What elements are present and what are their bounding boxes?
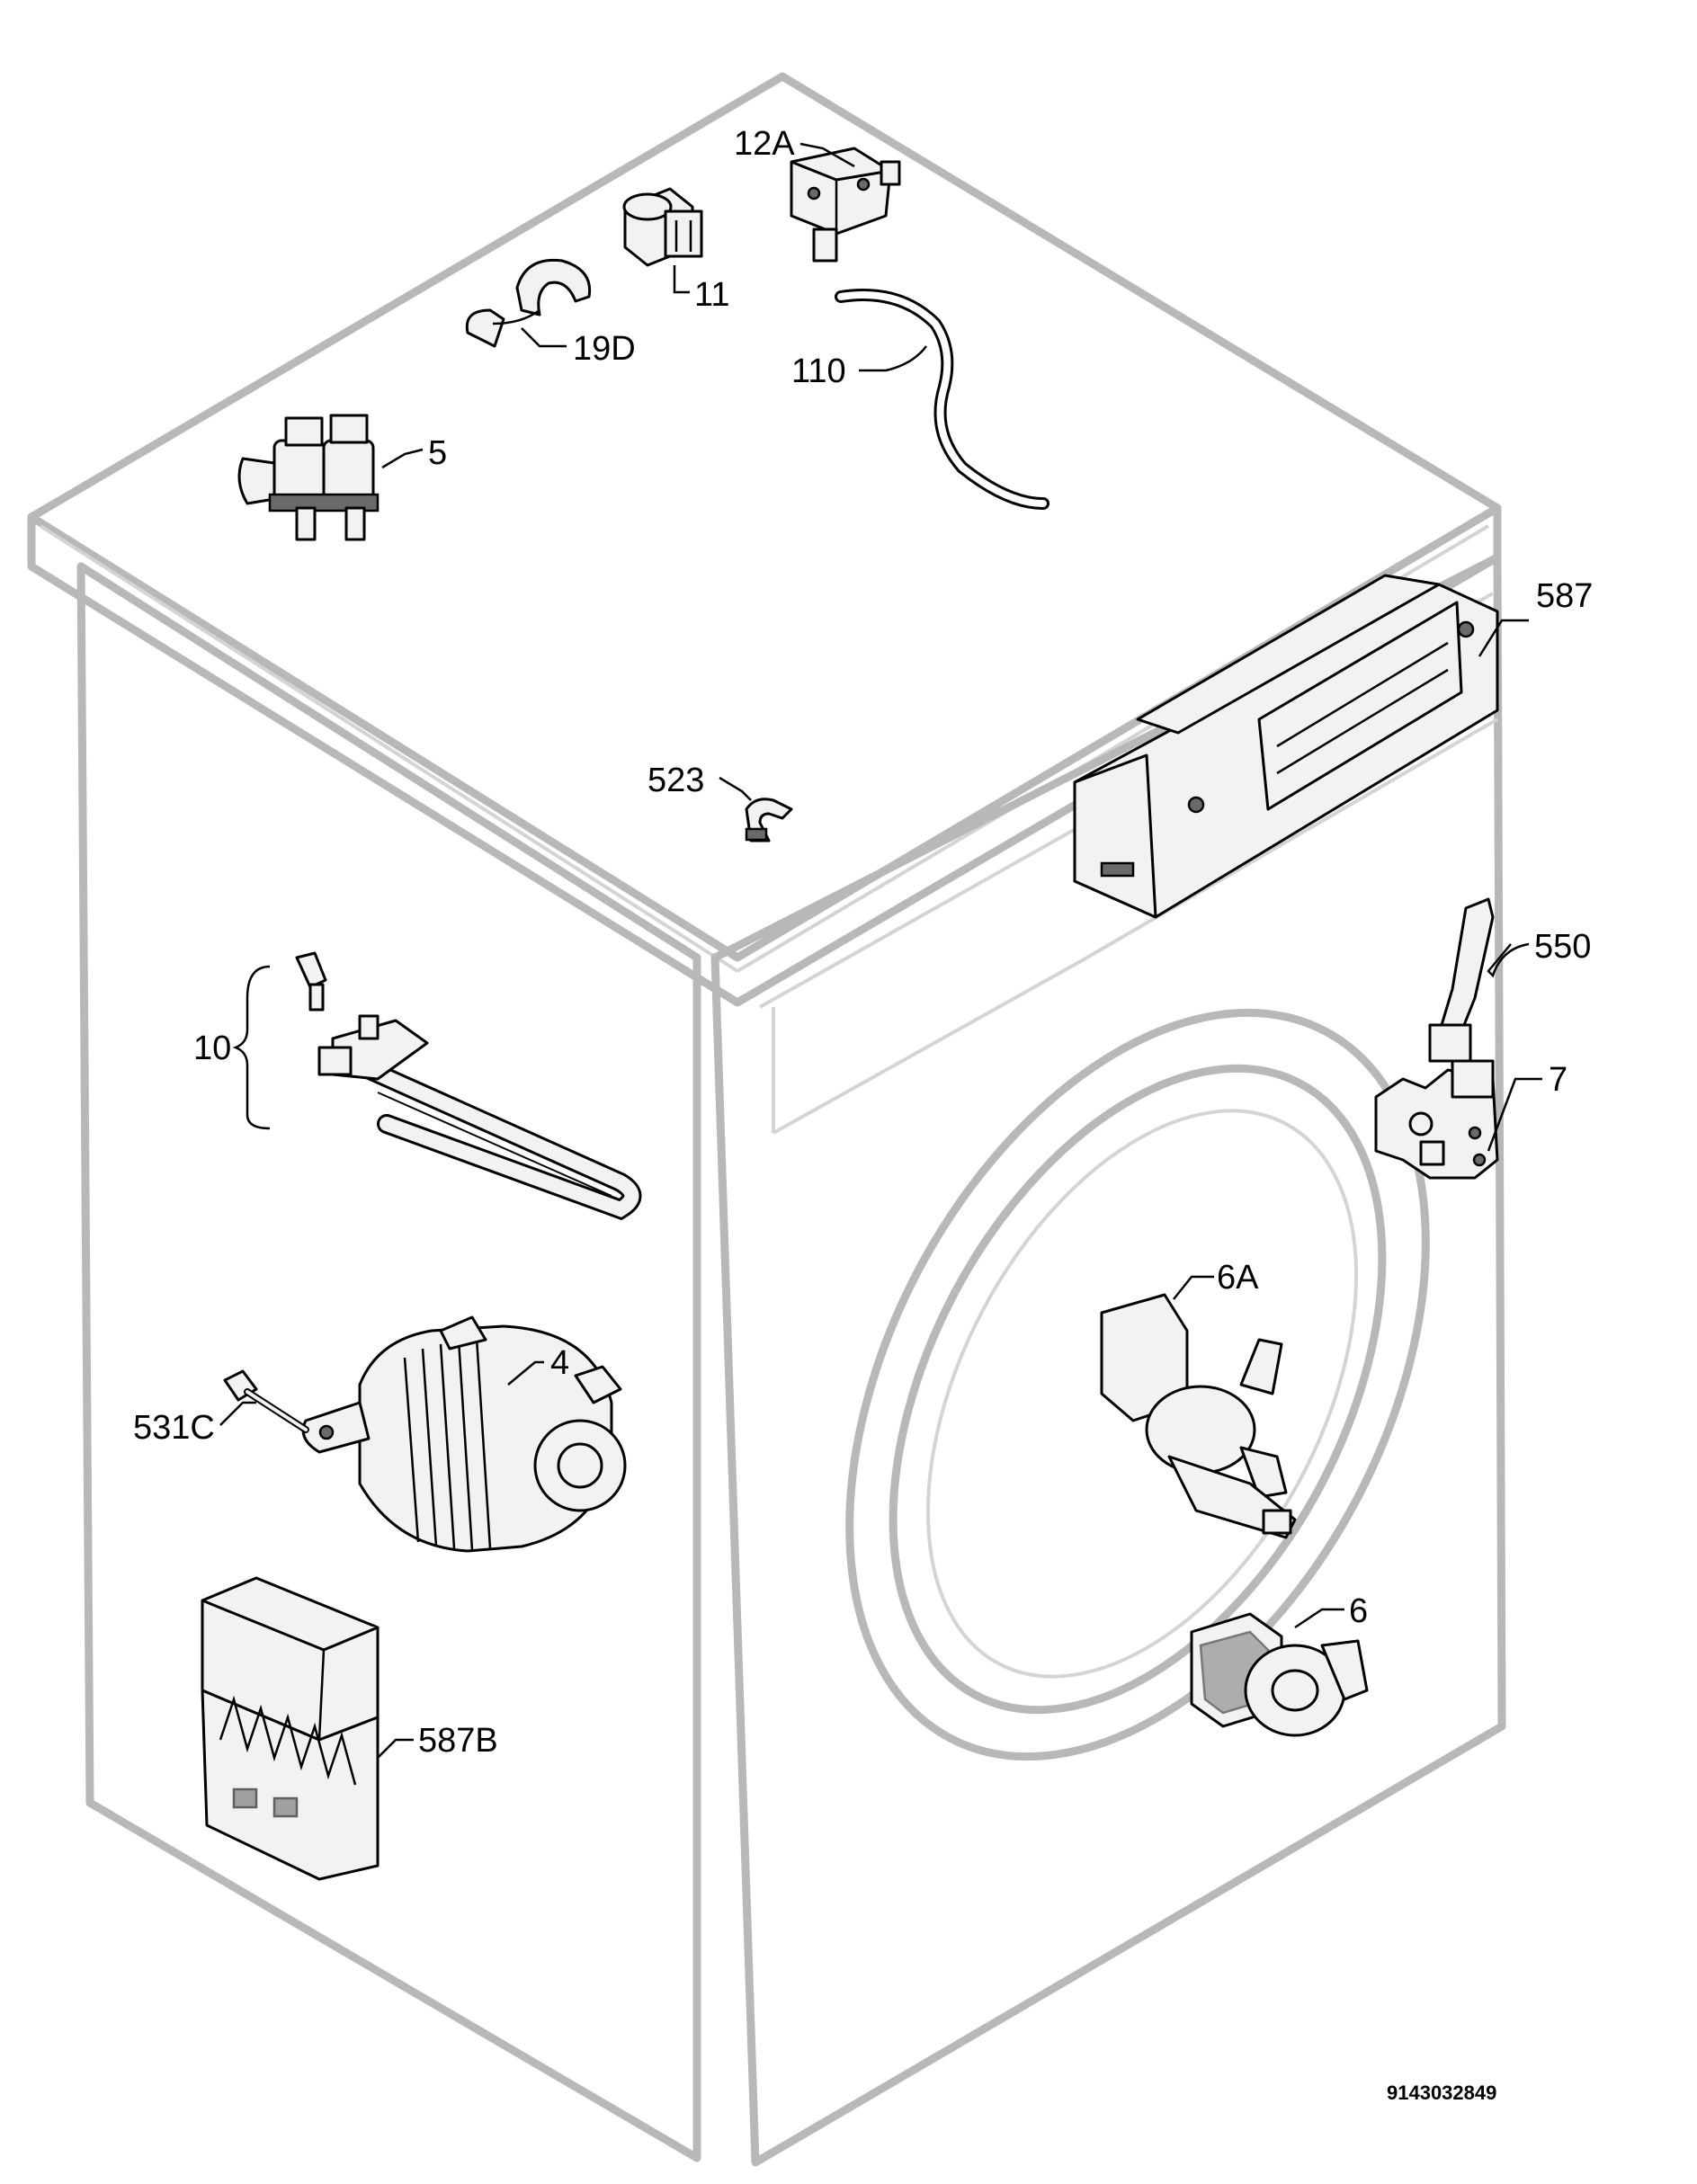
wire-clip (745, 798, 793, 842)
callout-12A: 12A (734, 125, 795, 163)
callout-6: 6 (1349, 1592, 1368, 1630)
heating-element (295, 951, 642, 1221)
door-lock (1374, 1059, 1499, 1180)
callout-11: 11 (694, 276, 729, 314)
document-number: 9143032849 (1387, 2081, 1496, 2104)
callout-4: 4 (550, 1344, 569, 1382)
door-lock-lever (1428, 897, 1495, 1063)
callout-5: 5 (428, 434, 447, 472)
callout-110: 110 (791, 352, 846, 390)
motor-screw (223, 1369, 309, 1433)
callout-labels: 12A 11 19D 110 5 587 523 550 10 7 6A 4 5… (133, 125, 1593, 2104)
leader-lines (219, 142, 1542, 1759)
callout-550: 550 (1534, 928, 1591, 966)
pressure-switch (790, 147, 901, 263)
callout-10: 10 (193, 1030, 231, 1067)
drive-motor (301, 1315, 627, 1553)
pressure-hose (835, 289, 1049, 510)
callout-587: 587 (1536, 577, 1593, 615)
circulation-pump (1190, 1612, 1369, 1737)
inlet-valve (237, 414, 380, 541)
power-module (201, 1576, 380, 1881)
callout-19D: 19D (573, 330, 636, 368)
interference-filter (622, 187, 703, 267)
callout-587B: 587B (418, 1722, 498, 1760)
control-module (1073, 574, 1499, 919)
filter-clamp (465, 258, 592, 348)
callout-7: 7 (1549, 1061, 1567, 1099)
callout-531C: 531C (133, 1409, 215, 1447)
drain-pump (1100, 1293, 1297, 1539)
callout-523: 523 (648, 762, 704, 799)
callout-6A: 6A (1217, 1259, 1259, 1297)
